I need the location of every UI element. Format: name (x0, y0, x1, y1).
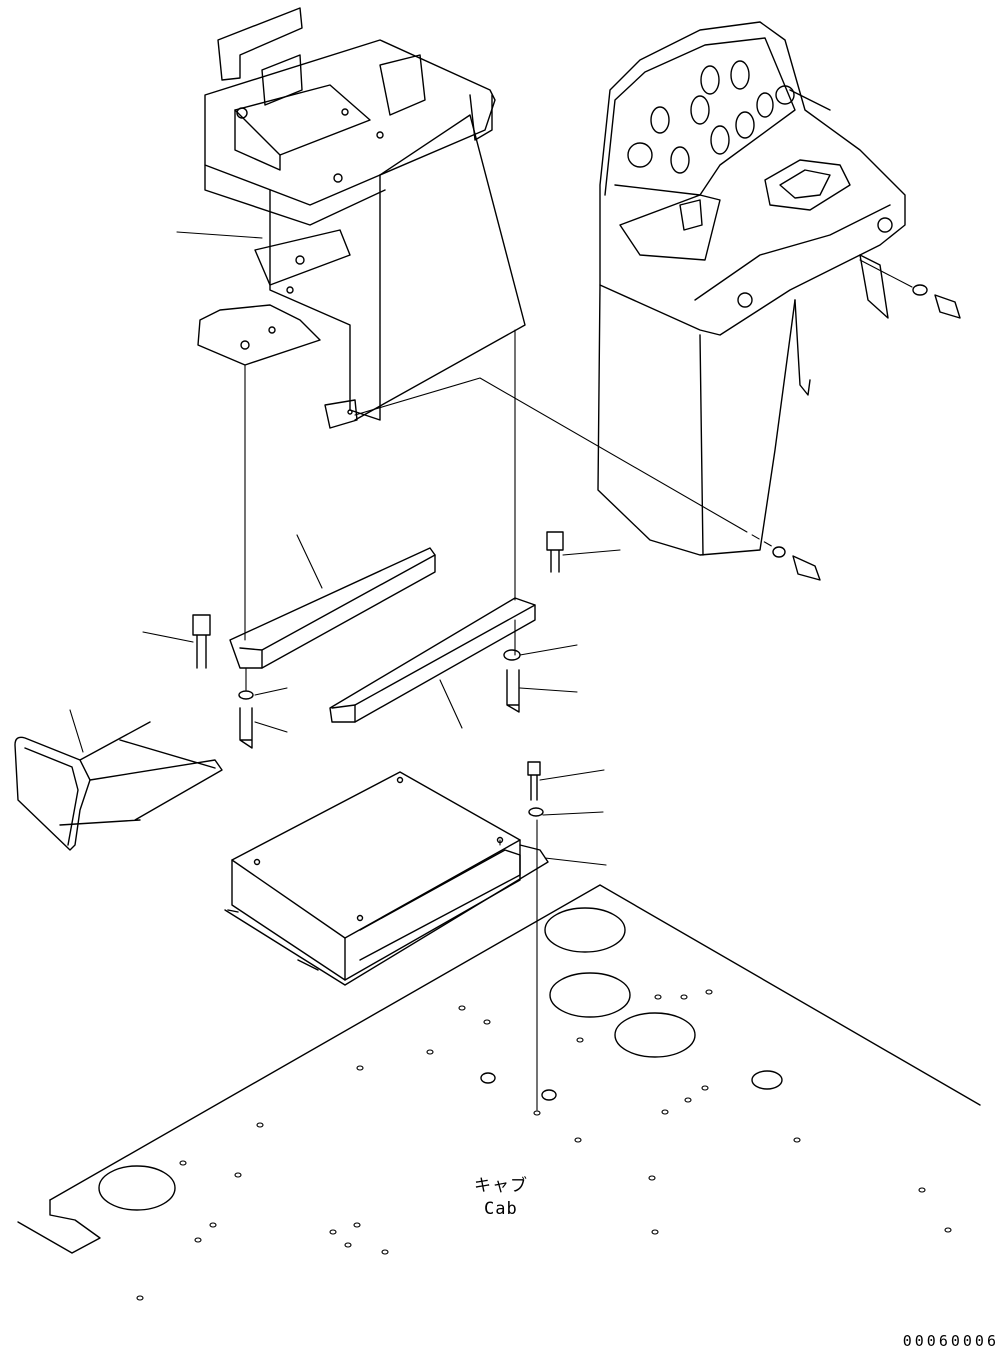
rail-left (229, 547, 436, 669)
cab-label-en: Cab (484, 1199, 518, 1219)
rail-right (329, 597, 536, 723)
stand-bracket (197, 7, 526, 429)
cab-floor-plate (17, 884, 981, 1254)
side-frame (14, 721, 223, 851)
assembly-lines (244, 259, 913, 1111)
control-console (597, 21, 906, 556)
cab-label-ja: キャブ (474, 1176, 528, 1196)
bolts-and-washers (192, 284, 961, 817)
leader-lines (69, 231, 621, 866)
controller-box (224, 771, 549, 986)
floor-holes (136, 989, 952, 1301)
drawing-code: 00060006 (902, 1332, 999, 1350)
